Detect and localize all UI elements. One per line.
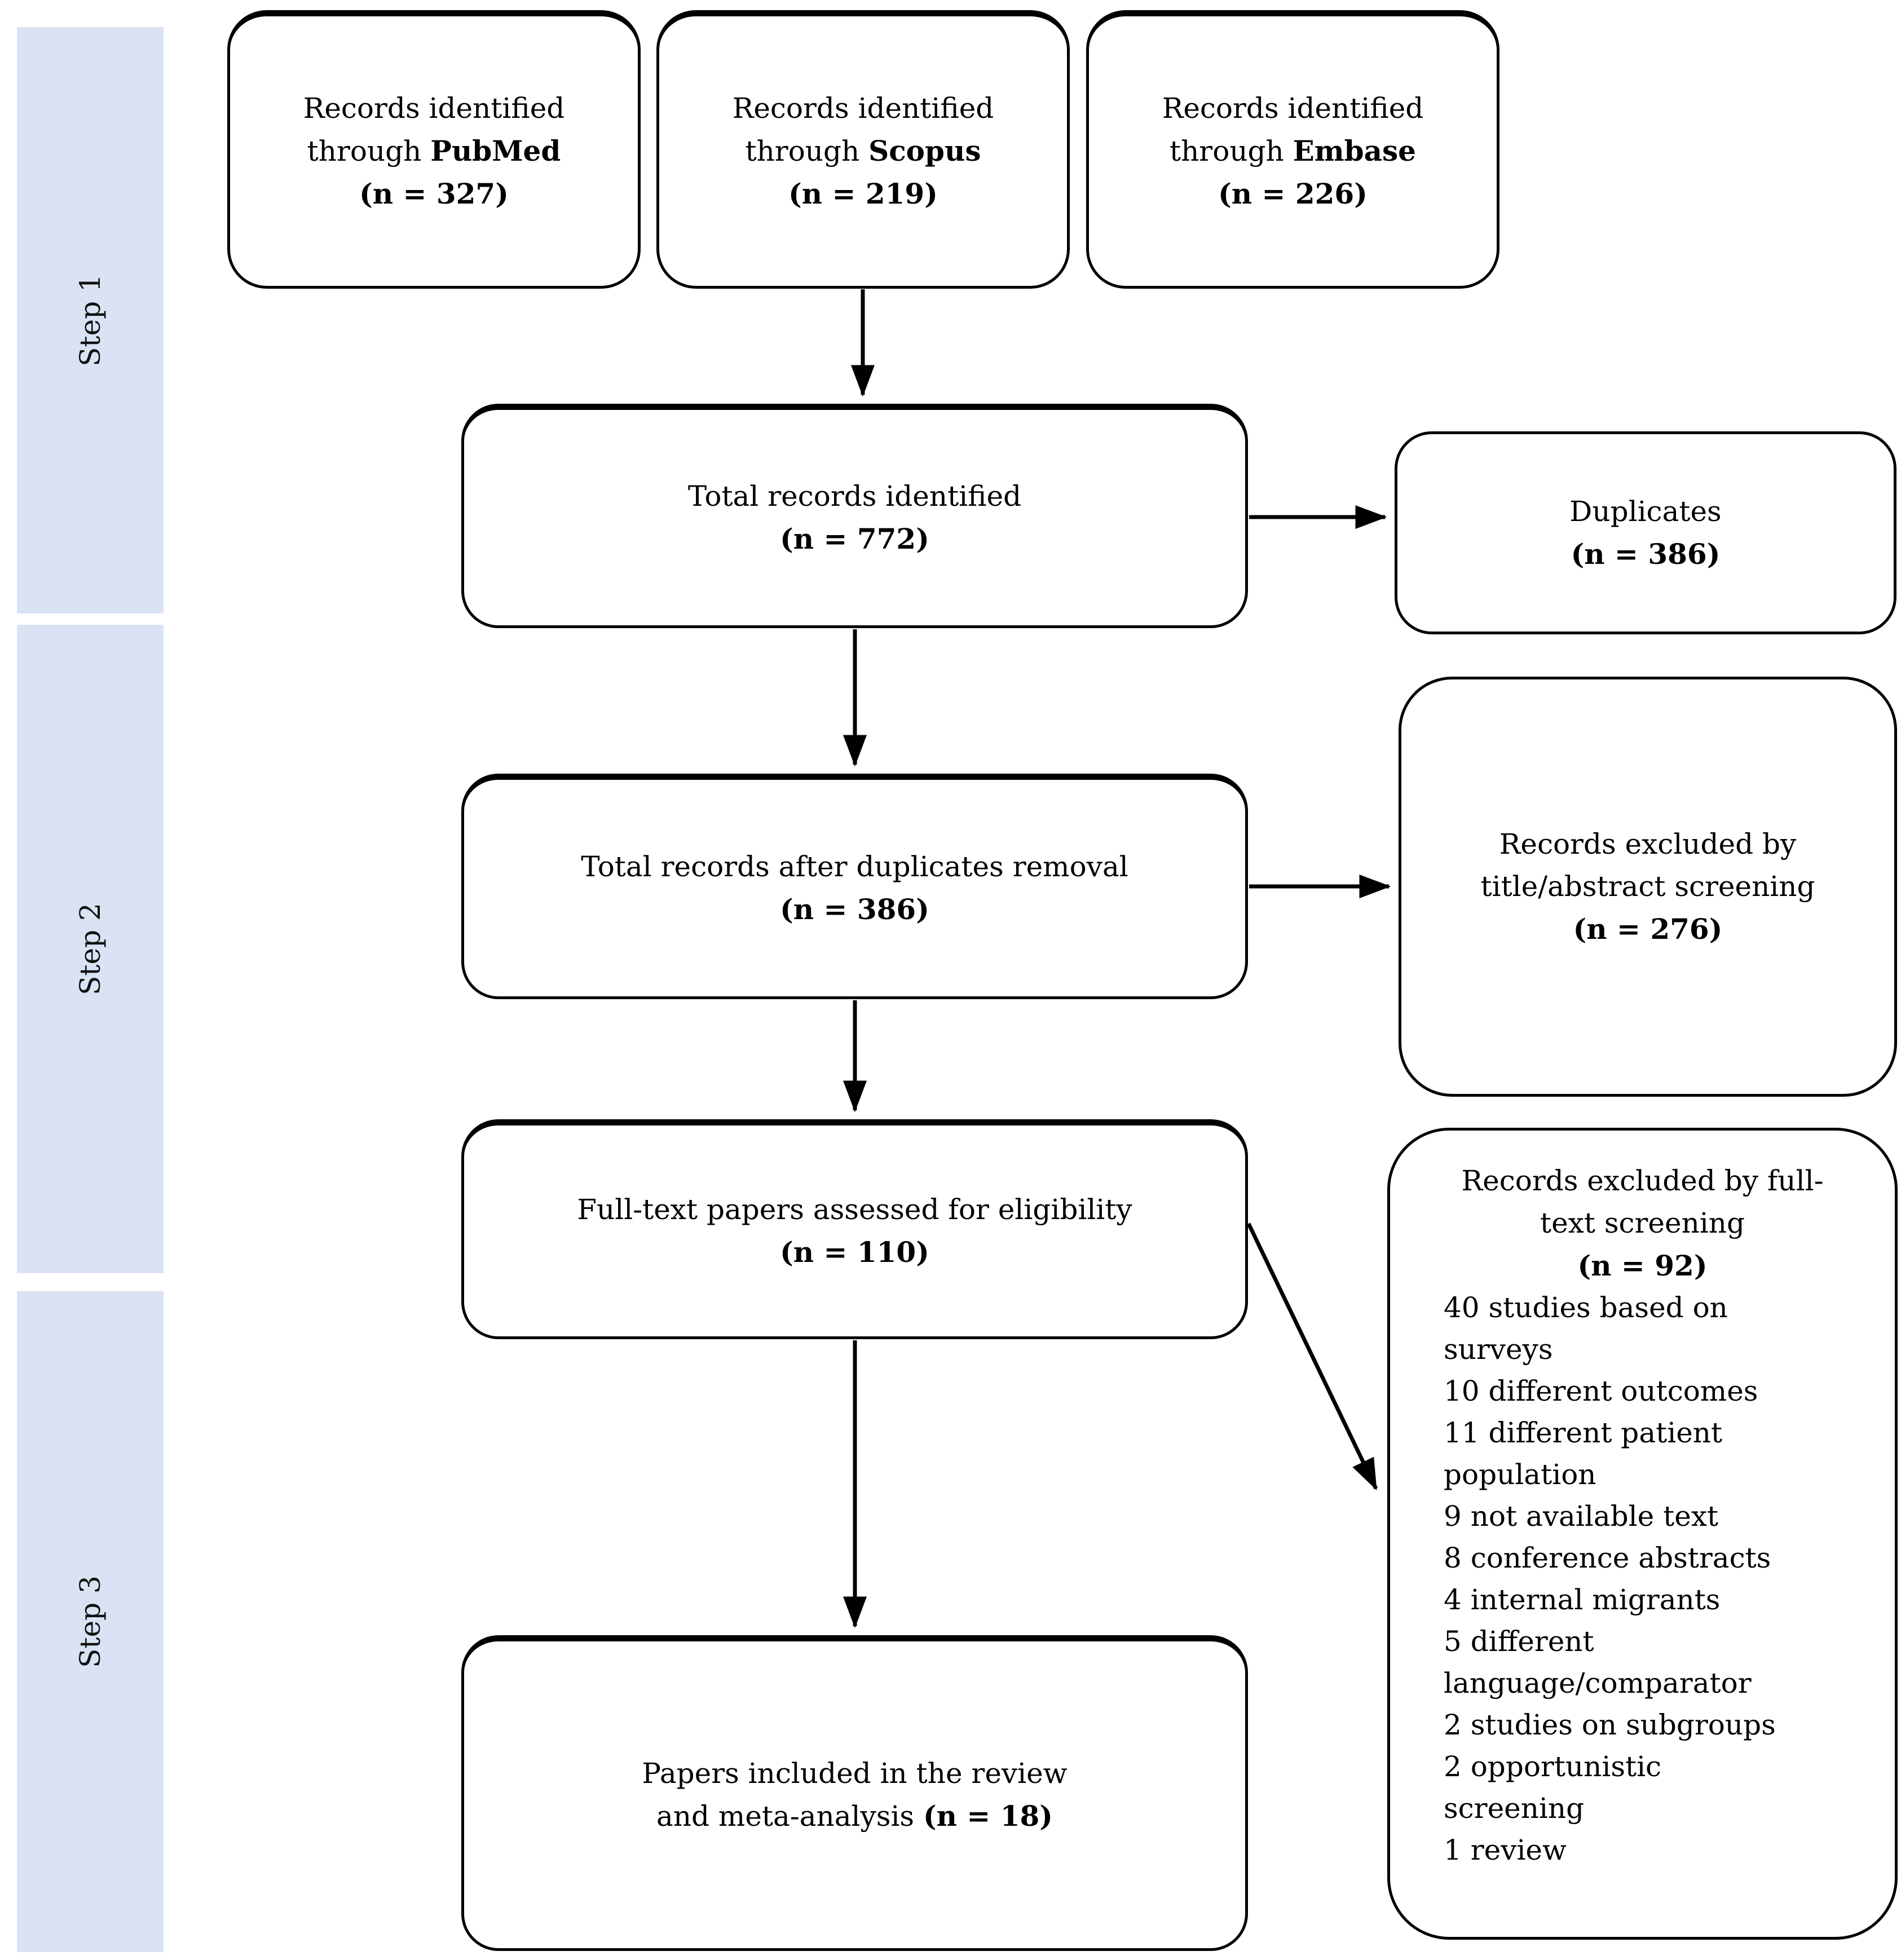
embase-count: (n = 226): [1218, 177, 1368, 210]
included-line1: Papers included in the review: [642, 1756, 1068, 1790]
exclusion-reasons-list: 40 studies based on surveys 10 different…: [1444, 1287, 1799, 1871]
title-abstract-line1: Records excluded by: [1499, 828, 1797, 860]
step-bar-1: Step 1: [17, 27, 164, 613]
scopus-line1: Records identified: [732, 92, 994, 125]
list-item: 10 different outcomes: [1444, 1375, 1758, 1407]
after-duplicates-count: (n = 386): [780, 893, 929, 926]
included-count: (n = 18): [923, 1799, 1053, 1833]
title-abstract-line2: title/abstract screening: [1480, 870, 1815, 903]
fulltext-excluded-header: Records excluded by full- text screening…: [1390, 1160, 1895, 1287]
pubmed-through-text: through: [307, 135, 431, 167]
step-1-label: Step 1: [74, 274, 107, 367]
duplicates-count: (n = 386): [1571, 537, 1721, 571]
box-after-duplicates: Total records after duplicates removal (…: [461, 774, 1248, 999]
duplicates-line1: Duplicates: [1569, 495, 1722, 528]
total-identified-count: (n = 772): [780, 522, 929, 555]
fulltext-excluded-line1: Records excluded by full-: [1461, 1164, 1824, 1197]
total-identified-line1: Total records identified: [687, 480, 1022, 513]
fulltext-assessed-line1: Full-text papers assessed for eligibilit…: [577, 1193, 1132, 1226]
arrow-fulltext-to-excluded: [1246, 1222, 1378, 1491]
embase-source-name: Embase: [1293, 134, 1416, 167]
fulltext-excluded-count: (n = 92): [1577, 1249, 1708, 1282]
list-item: 2 studies on subgroups: [1444, 1709, 1776, 1741]
step-bar-3: Step 3: [17, 1291, 164, 1952]
list-item: 40 studies based on surveys: [1444, 1291, 1728, 1366]
title-abstract-count: (n = 276): [1573, 912, 1723, 946]
box-title-abstract-excluded: Records excluded by title/abstract scree…: [1399, 677, 1897, 1097]
list-item: 11 different patient population: [1444, 1416, 1723, 1491]
list-item: 8 conference abstracts: [1444, 1542, 1771, 1574]
included-line2: and meta-analysis (n = 18): [656, 1795, 1053, 1838]
embase-through-text: through: [1170, 135, 1293, 167]
pubmed-line1: Records identified: [303, 92, 565, 125]
embase-line2: through Embase: [1170, 130, 1416, 173]
fulltext-excluded-line2: text screening: [1540, 1207, 1745, 1239]
box-records-embase: Records identified through Embase (n = 2…: [1086, 10, 1499, 289]
step-bar-2: Step 2: [17, 625, 164, 1273]
list-item: 4 internal migrants: [1444, 1583, 1721, 1616]
pubmed-line2: through PubMed: [307, 130, 561, 173]
list-item: 1 review: [1444, 1834, 1567, 1866]
box-included: Papers included in the review and meta-a…: [461, 1635, 1248, 1951]
after-duplicates-line1: Total records after duplicates removal: [581, 850, 1128, 883]
box-records-pubmed: Records identified through PubMed (n = 3…: [227, 10, 641, 289]
scopus-through-text: through: [745, 135, 869, 167]
fulltext-assessed-count: (n = 110): [780, 1235, 929, 1269]
step-3-label: Step 3: [74, 1575, 107, 1668]
list-item: 5 different language/comparator: [1444, 1625, 1752, 1699]
box-duplicates: Duplicates (n = 386): [1395, 431, 1896, 634]
list-item: 9 not available text: [1444, 1500, 1719, 1533]
list-item: 2 opportunistic screening: [1444, 1750, 1662, 1825]
box-total-identified: Total records identified (n = 772): [461, 404, 1248, 628]
step-2-label: Step 2: [74, 903, 107, 995]
pubmed-source-name: PubMed: [430, 134, 561, 167]
scopus-source-name: Scopus: [868, 134, 981, 167]
scopus-count: (n = 219): [788, 177, 938, 210]
pubmed-count: (n = 327): [359, 177, 509, 210]
box-records-scopus: Records identified through Scopus (n = 2…: [656, 10, 1070, 289]
box-fulltext-excluded: Records excluded by full- text screening…: [1387, 1128, 1898, 1940]
scopus-line2: through Scopus: [746, 130, 981, 173]
embase-line1: Records identified: [1162, 92, 1424, 125]
box-fulltext-assessed: Full-text papers assessed for eligibilit…: [461, 1119, 1248, 1339]
included-line2-text: and meta-analysis: [656, 1799, 923, 1833]
